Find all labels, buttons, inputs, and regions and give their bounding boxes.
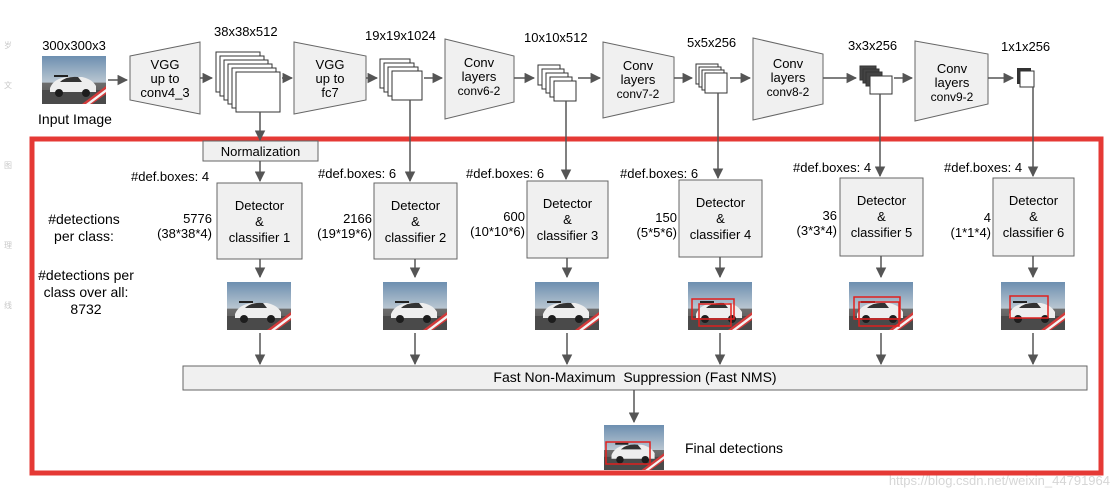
detector-box-4 [678,179,763,258]
detection-image-1 [227,282,291,330]
normalization-label: Normalization [220,144,301,159]
fm-size-label-6: 1x1x256 [1001,39,1051,54]
detector-label-1: Detector&classifier 1 [228,198,291,245]
nms-label: Fast Non-Maximum Suppression (Fast NMS) [493,369,777,385]
final-detections-label: Final detections [685,440,784,456]
feature-map-10x10x512 [537,64,577,102]
detector-box-3 [526,180,609,259]
detector-label-4: Detector&classifier 4 [689,195,752,242]
stage-vgg-fc7 [293,41,367,115]
detection-count-4: 150(5*5*6) [636,210,677,240]
fm-size-label-2: 19x19x1024 [365,28,436,43]
def-boxes-label-3: #def.boxes: 6 [466,166,545,181]
stage-conv6-2 [444,38,515,120]
side-mark: 文 [4,81,12,90]
input-size-label: 300x300x3 [42,38,106,53]
detection-count-6: 4(1*1*4) [950,210,991,240]
detection-image-6 [1001,282,1065,330]
detector-box-5 [839,177,924,257]
final-detections-image [604,425,664,470]
stage-conv7-2 [602,41,675,119]
feature-map-5x5x256 [695,63,728,94]
fm-size-label-4: 5x5x256 [687,35,737,50]
input-image-label: Input Image [38,111,112,127]
def-boxes-label-2: #def.boxes: 6 [318,166,397,181]
detector-box-2 [373,182,458,260]
def-boxes-label-1: #def.boxes: 4 [131,169,210,184]
side-mark: 理 [4,241,12,250]
detection-image-3 [535,282,599,330]
watermark: https://blog.csdn.net/weixin_44791964 [888,473,1110,488]
detection-count-3: 600(10*10*6) [470,209,525,239]
side-mark: 线 [4,301,12,310]
detector-label-3: Detector&classifier 3 [536,196,599,243]
detection-image-5 [849,282,913,330]
fm-size-label-1: 38x38x512 [214,24,278,39]
fm-size-label-5: 3x3x256 [848,38,898,53]
input-image [42,56,106,104]
def-boxes-label-6: #def.boxes: 4 [944,160,1023,175]
def-boxes-label-5: #def.boxes: 4 [793,160,872,175]
feature-map-3x3x256 [859,65,893,95]
nms-box [182,365,1088,391]
fm-size-label-3: 10x10x512 [524,30,588,45]
detection-image-4 [688,282,752,330]
detector-label-5: Detector&classifier 5 [850,193,913,240]
feature-map-19x19x1024 [379,58,423,101]
detection-image-2 [383,282,447,330]
detection-count-2: 2166(19*19*6) [317,211,372,241]
detector-box-1 [216,182,303,260]
stage-conv8-2 [752,37,824,121]
feature-map-1x1x256 [1017,68,1035,88]
side-mark: 岁 [4,41,12,50]
side-mark: 图 [4,161,12,170]
detector-label-2: Detector&classifier 2 [384,198,447,245]
def-boxes-label-4: #def.boxes: 6 [620,166,699,181]
feature-map-38x38x512 [215,51,281,113]
detection-count-5: 36(3*3*4) [796,208,837,238]
stage-conv9-2 [914,40,989,122]
detector-label-6: Detector&classifier 6 [1002,193,1065,240]
stage-vgg-conv4-3 [129,41,201,115]
detection-count-1: 5776(38*38*4) [157,211,212,241]
